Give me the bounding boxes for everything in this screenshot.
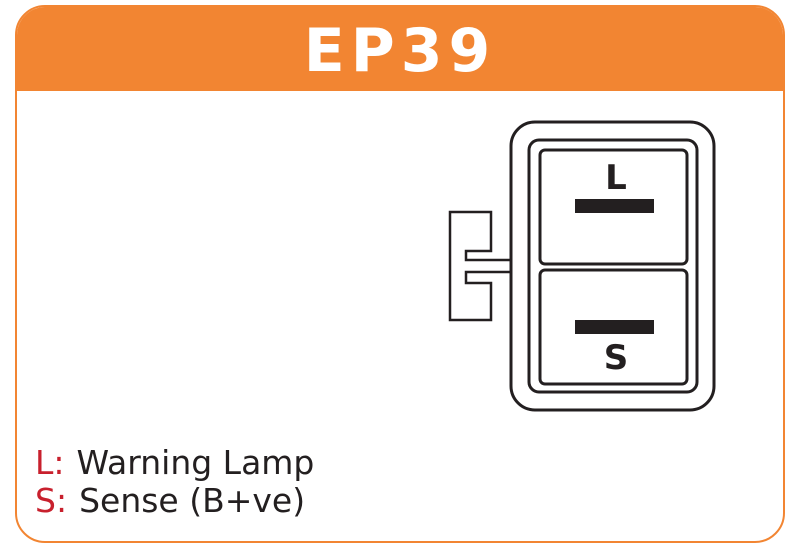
legend-description: Sense (B+ve)	[79, 481, 306, 520]
legend-description: Warning Lamp	[76, 443, 315, 482]
connector-card: EP39	[15, 5, 785, 543]
pin-cavity-l	[538, 148, 689, 266]
pin-label-s: S	[604, 338, 629, 378]
pin-label-l: L	[605, 158, 627, 198]
locking-latch	[448, 210, 511, 322]
legend-key: L	[35, 443, 54, 482]
legend-item-s: S:Sense (B+ve)	[35, 481, 306, 520]
pin-legend: L:Warning Lamp S:Sense (B+ve)	[35, 444, 314, 520]
connector-title: EP39	[303, 16, 497, 86]
header-banner: EP39	[17, 7, 783, 91]
connector-inner-frame	[527, 138, 699, 394]
legend-item-l: L:Warning Lamp	[35, 443, 315, 482]
pin-blade-l	[575, 199, 654, 213]
pin-blade-s	[575, 320, 654, 334]
pin-cavity-s	[538, 268, 689, 386]
connector-housing	[509, 120, 716, 412]
legend-key: S	[35, 481, 56, 520]
